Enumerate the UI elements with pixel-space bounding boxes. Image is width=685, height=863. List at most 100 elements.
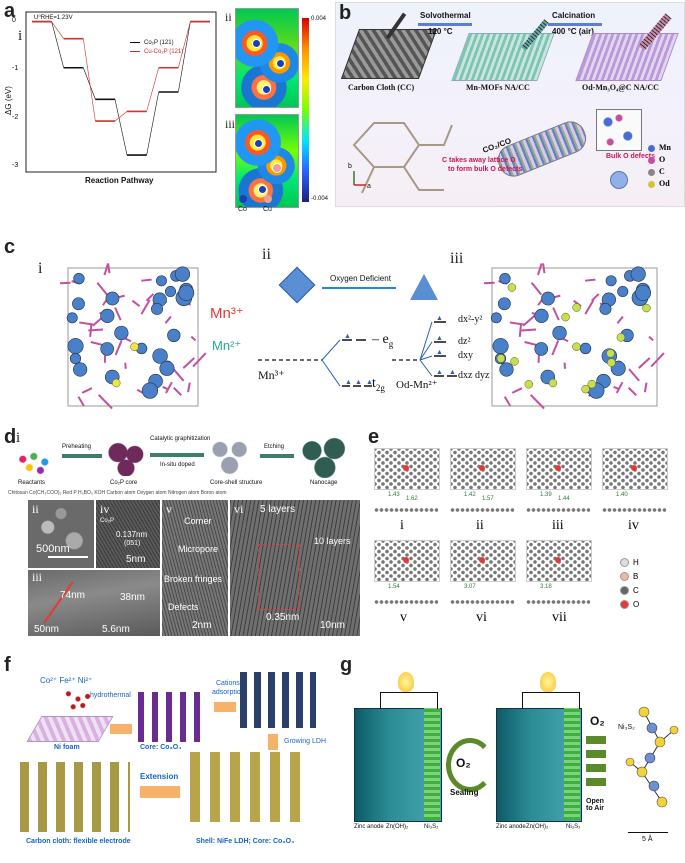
- mof-network: [352, 122, 453, 194]
- chart-ylabel: ΔG (eV): [3, 86, 13, 115]
- e-sub-label: v: [400, 610, 407, 625]
- e-graphene-top: [450, 540, 516, 582]
- mn-atom: [499, 362, 514, 377]
- eg-label: – eg: [372, 332, 394, 349]
- mn-atom: [492, 338, 509, 355]
- reactants-label: Reactants: [18, 480, 46, 486]
- mn-atom: [617, 285, 629, 298]
- bond: [615, 381, 624, 394]
- dxzyz-label: dxz dyz: [458, 370, 490, 381]
- energy-connector-0-2: [114, 99, 128, 156]
- bond: [60, 281, 71, 285]
- axis-a: a: [367, 183, 371, 190]
- e-graphene-side: [374, 506, 438, 514]
- e-bond-length: 1.39: [540, 492, 552, 498]
- bond: [114, 307, 122, 321]
- panel-b: b Solvothermal 120 °C Calcination 400 °C…: [335, 2, 685, 207]
- step1-label: Solvothermal: [420, 11, 471, 20]
- panel-a-sub-i: i: [18, 28, 23, 44]
- mn-mof-array: [451, 33, 555, 81]
- e-dopant: [555, 557, 561, 563]
- scale-50: 50nm: [34, 624, 60, 635]
- measure-74: [43, 581, 74, 624]
- legend-b-item: C: [648, 167, 671, 179]
- plane-label: (051): [124, 540, 141, 547]
- e-dopant: [479, 557, 485, 563]
- oxygen-vacancy: [507, 283, 517, 292]
- panel-b-letter: b: [339, 2, 352, 24]
- energy-connector-1-1: [83, 38, 96, 122]
- d74-label: 74nm: [60, 590, 86, 601]
- hrtem-v: v Corner Micropore Broken fringes Defect…: [162, 500, 228, 636]
- oxygen-vacancy: [642, 303, 651, 313]
- adsorption-label: adsorption: [212, 689, 245, 696]
- mn-atom: [69, 353, 82, 365]
- scale-bar-g: [628, 832, 668, 833]
- e-bond-length: 1.43: [388, 492, 400, 498]
- scale-500: 500nm: [36, 543, 70, 555]
- bond: [511, 387, 523, 394]
- cc-label: Carbon Cloth (CC): [348, 83, 415, 92]
- bond: [585, 278, 596, 282]
- legend-e-item: O: [620, 600, 639, 614]
- charge-density-map-ii: [235, 8, 299, 108]
- d-sub-vi: vi: [234, 502, 244, 516]
- sem-ii: ii 500nm: [28, 500, 94, 568]
- mn-atom: [579, 342, 592, 355]
- bond: [77, 396, 85, 407]
- svg-text:▲: ▲: [436, 349, 443, 356]
- legend-b-dot: [648, 144, 655, 152]
- oxygen-vacancy: [587, 379, 597, 389]
- panel-d: d i Preheating Catalytic graphitization …: [0, 426, 362, 638]
- energy-connector-0-1: [83, 67, 96, 100]
- nifoam-label: Ni foam: [54, 744, 80, 751]
- bulb-2: [540, 672, 556, 692]
- legend-e-dot: [620, 600, 629, 610]
- panel-f-letter: f: [4, 654, 11, 676]
- dx2y2-label: dx²-y²: [458, 314, 483, 325]
- panel-g-letter: g: [340, 654, 353, 676]
- oxygen-vacancy: [130, 342, 139, 352]
- mn-atom: [66, 312, 78, 324]
- o2-b: O₂: [590, 714, 605, 728]
- step1-arrow: [418, 23, 472, 26]
- zinc-anode-1: Zinc anode: [354, 824, 384, 830]
- e-graphene-side: [450, 598, 514, 606]
- panel-a-letter: a: [4, 0, 16, 22]
- e-dopant: [403, 465, 409, 471]
- legend-cu-label: Cu: [263, 206, 272, 213]
- panel-f: f Co²⁺ Fe²⁺ Ni²⁺ hydrothermal Ni foam Co…: [0, 652, 330, 857]
- svg-text:▲: ▲: [436, 335, 443, 342]
- bond: [172, 368, 185, 382]
- bond: [530, 282, 543, 296]
- e-graphene-side: [526, 506, 590, 514]
- co2p-core-particles: [106, 440, 146, 476]
- sealing-label: Sealing: [450, 788, 479, 797]
- bond: [164, 315, 172, 324]
- od-mn2-label: Od-Mn²⁺: [396, 379, 438, 391]
- shell-label: Shell: NiFe LDH; Core: Co₃O₄: [196, 838, 295, 845]
- energy-connector-0-0: [51, 21, 64, 68]
- scale-2: 2nm: [192, 620, 212, 631]
- e-graphene-side: [450, 506, 514, 514]
- bond: [103, 263, 110, 276]
- unit-cell: [596, 109, 642, 151]
- extension-label: Extension: [140, 772, 179, 781]
- energy-connector-1-4: [178, 21, 191, 68]
- mn-atom: [605, 275, 617, 287]
- e-graphene-side: [526, 598, 590, 606]
- corner-label: Corner: [184, 516, 212, 526]
- e-graphene-top: [526, 540, 592, 582]
- panel-d-sub-i: i: [16, 430, 21, 446]
- mn-atom: [141, 382, 159, 399]
- bond: [509, 321, 525, 326]
- oxygen-vacancy: [572, 303, 581, 312]
- energy-level-diagram: ▲▲▲▲ ▲▲▲▲▲: [258, 315, 457, 387]
- bond: [79, 321, 94, 326]
- arrow-d3: [260, 454, 294, 458]
- d-sub-ii: ii: [32, 502, 39, 516]
- e-bond-length: 3.18: [540, 584, 552, 590]
- bond: [145, 293, 155, 302]
